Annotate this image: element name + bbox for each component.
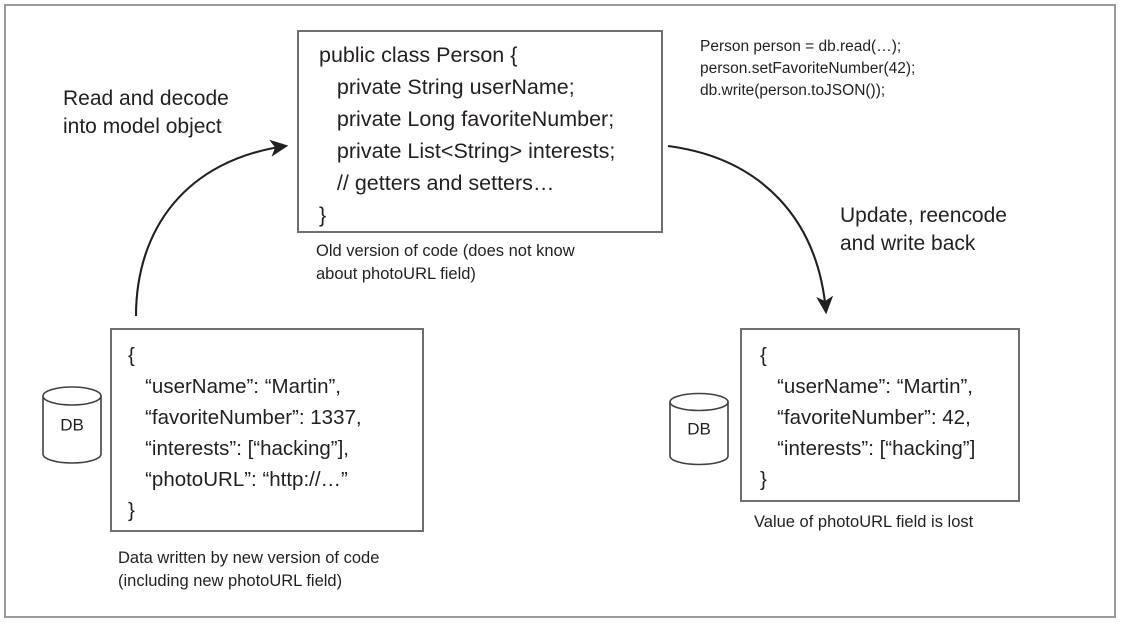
- json-right-caption: Value of photoURL field is lost: [754, 513, 974, 531]
- arrow-read-label: Read and decode into model object: [63, 87, 229, 138]
- stored-record-rewritten-text: { “userName”: “Martin”, “favoriteNumber”…: [760, 344, 976, 491]
- stored-record-original-box: { “userName”: “Martin”, “favoriteNumber”…: [110, 328, 424, 532]
- json-left-caption: Data written by new version of code (inc…: [118, 549, 380, 590]
- person-class-code-text: public class Person { private String use…: [319, 43, 616, 227]
- database-cylinder-icon-left: DB: [41, 385, 103, 465]
- stored-record-rewritten-box: { “userName”: “Martin”, “favoriteNumber”…: [740, 328, 1020, 502]
- person-class-code-box: public class Person { private String use…: [297, 30, 663, 233]
- read-update-write-snippet: Person person = db.read(…); person.setFa…: [700, 38, 916, 99]
- arrow-write-label: Update, reencode and write back: [840, 204, 1007, 255]
- database-cylinder-icon-right: DB: [668, 392, 730, 466]
- code-box-caption: Old version of code (does not know about…: [316, 242, 575, 283]
- stored-record-original-text: { “userName”: “Martin”, “favoriteNumber”…: [128, 344, 362, 522]
